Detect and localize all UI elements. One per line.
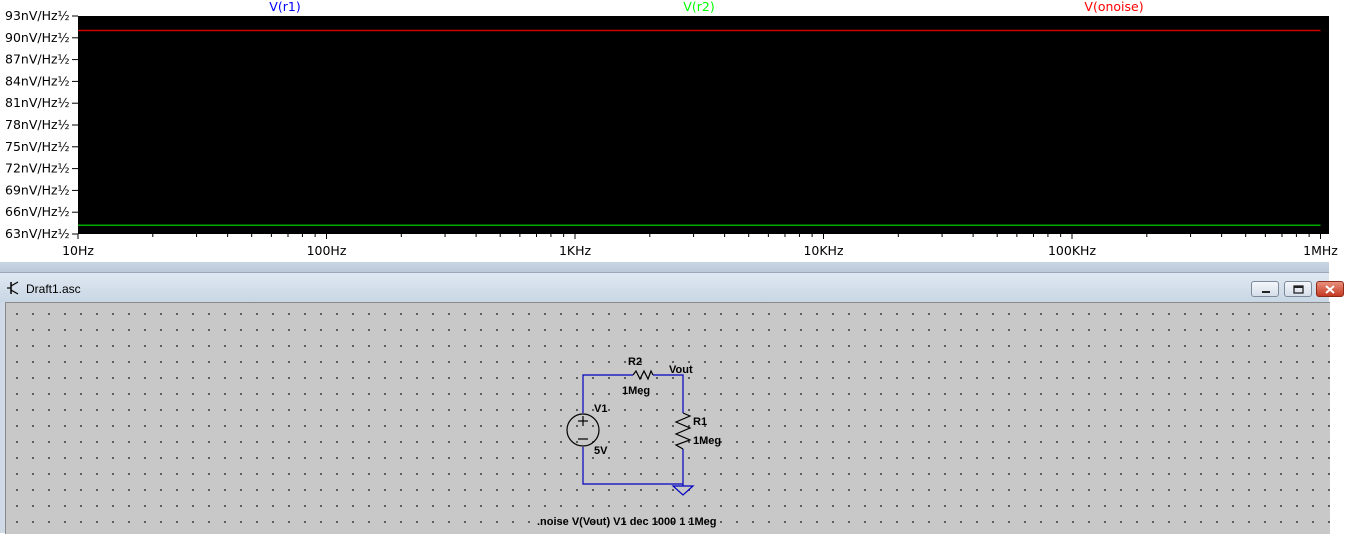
vout-net-label[interactable]: Vout: [669, 364, 693, 376]
noise-plot[interactable]: 93nV/Hz½ 90nV/Hz½ 87nV/Hz½ 84nV/Hz½ 81nV/Hz½…: [0, 0, 1338, 262]
trace-lines: [78, 29, 1321, 227]
x-axis-labels: 10Hz 100Hz 1KHz 10KHz 100KHz 1MHz: [62, 243, 1338, 258]
y-tick-label: 63nV/Hz½: [5, 226, 70, 241]
pane-splitter[interactable]: [0, 262, 1329, 272]
window-title: Draft1.asc: [26, 282, 81, 296]
y-tick-label: 84nV/Hz½: [5, 73, 70, 88]
x-tick-label: 10Hz: [62, 243, 94, 258]
y-tick-label: 72nV/Hz½: [5, 161, 70, 176]
v1-name-label: V1: [594, 403, 607, 415]
schematic-window[interactable]: Draft1.asc: [0, 272, 1344, 534]
y-tick-label: 78nV/Hz½: [5, 117, 70, 132]
plot-area[interactable]: [78, 16, 1329, 234]
maximize-button[interactable]: [1284, 281, 1312, 297]
ground-symbol[interactable]: [671, 485, 695, 496]
x-tick-label: 1KHz: [559, 243, 592, 258]
y-tick-label: 81nV/Hz½: [5, 95, 70, 110]
y-tick-label: 66nV/Hz½: [5, 204, 70, 219]
trace-label[interactable]: V(r1): [269, 0, 300, 14]
trace-legend[interactable]: V(r1) V(r2) V(onoise): [269, 0, 1143, 14]
x-tick-label: 100KHz: [1048, 243, 1096, 258]
y-tick-label: 93nV/Hz½: [5, 8, 70, 23]
close-button[interactable]: [1316, 281, 1344, 297]
v1-value-label: 5V: [594, 445, 608, 457]
resistor-r1[interactable]: [674, 412, 692, 450]
r1-name-label: R1: [693, 416, 707, 428]
trace-label[interactable]: V(onoise): [1084, 0, 1143, 14]
axis-ticks: [72, 15, 1321, 239]
restore-icon: [1293, 285, 1304, 294]
waveform-viewer[interactable]: 93nV/Hz½ 90nV/Hz½ 87nV/Hz½ 84nV/Hz½ 81nV/Hz½…: [0, 0, 1338, 262]
x-tick-label: 10KHz: [803, 243, 844, 258]
minimize-button[interactable]: [1251, 281, 1279, 297]
y-tick-label: 69nV/Hz½: [5, 182, 70, 197]
x-tick-label: 100Hz: [307, 243, 347, 258]
trace-label[interactable]: V(r2): [683, 0, 714, 14]
resistor-r2[interactable]: [632, 369, 654, 381]
y-tick-label: 90nV/Hz½: [5, 30, 70, 45]
r1-value-label: 1Meg: [693, 435, 721, 447]
y-tick-label: 75nV/Hz½: [5, 139, 70, 154]
y-tick-label: 87nV/Hz½: [5, 52, 70, 67]
spice-directive[interactable]: .noise V(Vout) V1 dec 1000 1 1Meg: [537, 516, 717, 528]
y-axis-labels: 93nV/Hz½ 90nV/Hz½ 87nV/Hz½ 84nV/Hz½ 81nV/Hz½…: [5, 8, 70, 241]
minimize-icon: [1262, 291, 1270, 293]
window-titlebar[interactable]: Draft1.asc: [0, 273, 1344, 302]
circuit-wires[interactable]: [582, 374, 684, 486]
x-tick-label: 1MHz: [1303, 243, 1338, 258]
r2-value-label: 1Meg: [622, 385, 650, 397]
schematic-canvas[interactable]: R2 1Meg Vout R1 1Meg V1 5V .noise V(Vout…: [5, 302, 1330, 534]
voltage-source-v1[interactable]: [566, 413, 600, 447]
r2-name-label: R2: [628, 356, 642, 368]
close-icon: [1325, 285, 1335, 294]
schematic-app-icon: [7, 281, 19, 295]
